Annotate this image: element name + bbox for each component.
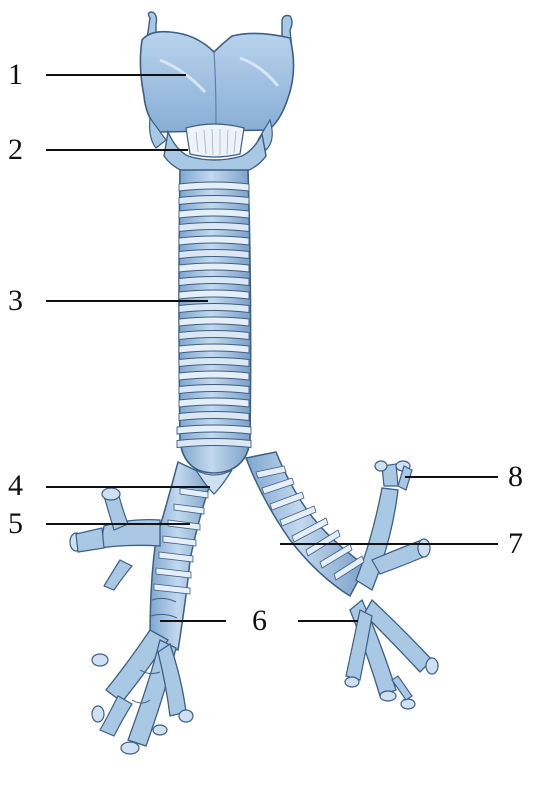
left-lobar-branches [345,461,438,709]
larynx [140,12,293,178]
right-upper-lobe-bronchus [70,488,160,590]
label-7: 7 [508,529,523,559]
label-1: 1 [8,60,23,90]
label-2: 2 [8,135,23,165]
label-6: 6 [252,606,267,636]
label-4: 4 [8,471,23,501]
label-3: 3 [8,286,23,316]
thyroid-cartilage [140,32,293,132]
label-5: 5 [8,509,23,539]
label-8: 8 [508,462,523,492]
trachea [177,170,251,473]
